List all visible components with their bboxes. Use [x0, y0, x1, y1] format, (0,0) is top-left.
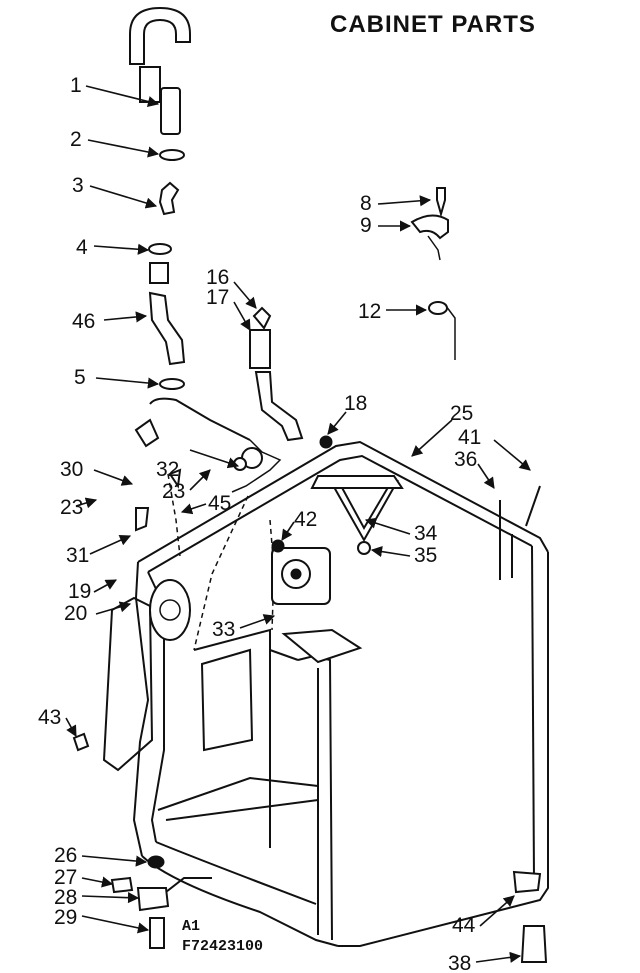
callout-32: 32: [156, 458, 179, 481]
callout-1: 1: [70, 74, 82, 97]
callout-19: 19: [68, 580, 91, 603]
diagram-code-line2: F72423100: [182, 938, 263, 955]
callout-12: 12: [358, 300, 381, 323]
callout-43: 43: [38, 706, 61, 729]
callout-17: 17: [206, 286, 229, 309]
callout-18: 18: [344, 392, 367, 415]
callout-46: 46: [72, 310, 95, 333]
callout-25: 25: [450, 402, 473, 425]
callout-28: 28: [54, 886, 77, 909]
callout-45: 45: [208, 492, 231, 515]
wire-harness: [134, 397, 282, 493]
callout-5: 5: [74, 366, 86, 389]
pump-motor-assembly: [271, 539, 363, 664]
cabinet-body: [132, 440, 549, 947]
callout-8: 8: [360, 192, 372, 215]
callout-4: 4: [76, 236, 88, 259]
callout-23-top: 23: [162, 480, 185, 503]
callout-38: 38: [448, 952, 471, 973]
callout-16: 16: [206, 266, 229, 289]
inlet-hose: [249, 306, 333, 449]
callout-3: 3: [72, 174, 84, 197]
clamp-assembly: [410, 187, 456, 360]
leveling-legs: [110, 855, 548, 963]
callout-44: 44: [452, 914, 476, 937]
callout-labels: 1 2 3 4 46 5 8 9 12 16 17 18 25 41 36 30…: [38, 74, 481, 973]
callout-30: 30: [60, 458, 83, 481]
callout-20: 20: [64, 602, 87, 625]
callout-23-left: 23: [60, 496, 83, 519]
suspension-springs: [310, 475, 404, 555]
callout-9: 9: [360, 214, 372, 237]
callout-2: 2: [70, 128, 82, 151]
callout-26: 26: [54, 844, 77, 867]
callout-29: 29: [54, 906, 77, 929]
callout-35: 35: [414, 544, 437, 567]
diagram-title: CABINET PARTS: [330, 11, 536, 38]
drain-hose-assembly: [129, 6, 191, 390]
callout-34: 34: [414, 522, 438, 545]
callout-leaders: [65, 85, 531, 963]
callout-36: 36: [454, 448, 477, 471]
callout-41: 41: [458, 426, 481, 449]
callout-27: 27: [54, 866, 77, 889]
callout-31: 31: [66, 544, 89, 567]
callout-42: 42: [294, 508, 317, 531]
control-panel: [72, 468, 191, 772]
callout-33: 33: [212, 618, 235, 641]
diagram-code-line1: A1: [182, 918, 200, 935]
